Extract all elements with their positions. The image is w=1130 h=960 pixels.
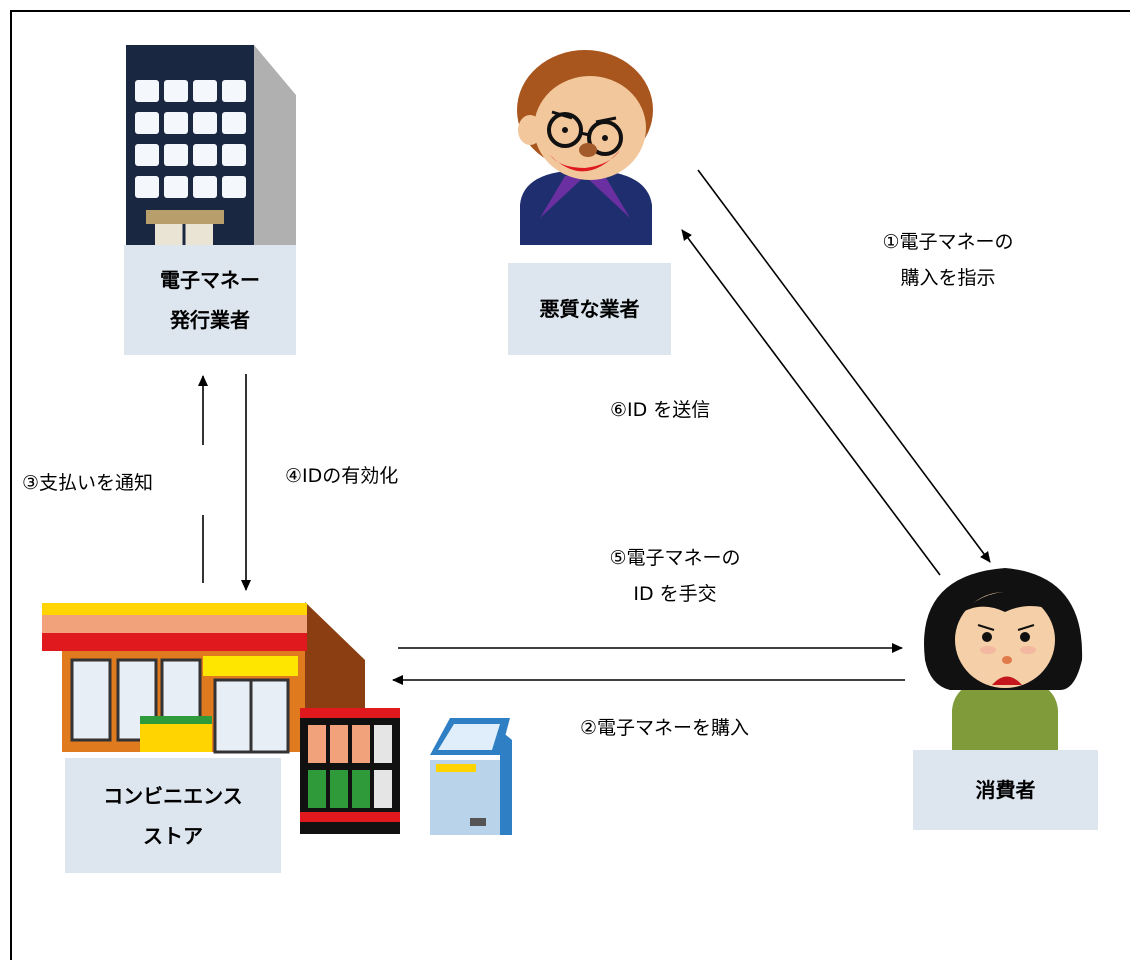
edge-label-step4: ④IDの有効化 bbox=[285, 458, 455, 494]
consumer-person-icon bbox=[924, 568, 1083, 750]
issuer-label: 電子マネー 発行業者 bbox=[124, 245, 296, 355]
edge-step1-line2: 購入を指示 bbox=[900, 267, 996, 289]
issuer-label-line1: 電子マネー bbox=[160, 268, 260, 292]
store-label: コンビニエンス ストア bbox=[65, 758, 281, 873]
consumer-label: 消費者 bbox=[913, 750, 1098, 830]
store-label-line2: ストア bbox=[142, 823, 203, 848]
edge-step5-line1: ⑤電子マネーの bbox=[609, 547, 741, 569]
scammer-label-line1: 悪質な業者 bbox=[539, 297, 640, 321]
consumer-label-line1: 消費者 bbox=[975, 778, 1036, 802]
kiosk-terminal-icon bbox=[430, 718, 512, 835]
edge-step4-line1: ④IDの有効化 bbox=[285, 465, 399, 487]
arrow-step6 bbox=[681, 229, 941, 576]
prepaid-card-rack-icon bbox=[300, 708, 400, 834]
arrow-step1 bbox=[697, 169, 991, 563]
convenience-store-icon bbox=[42, 602, 365, 754]
diagram-frame bbox=[10, 10, 1130, 960]
edge-step3-line1: ③支払いを通知 bbox=[22, 472, 154, 494]
building-icon bbox=[126, 45, 296, 245]
issuer-label-line2: 発行業者 bbox=[170, 308, 250, 332]
flow-arrows bbox=[198, 169, 991, 685]
edge-step1-line1: ①電子マネーの bbox=[882, 231, 1014, 253]
edge-label-step1: ①電子マネーの 購入を指示 bbox=[848, 224, 1048, 296]
edge-label-step2: ②電子マネーを購入 bbox=[580, 710, 820, 746]
edge-step2-line1: ②電子マネーを購入 bbox=[580, 717, 750, 739]
edge-label-step3: ③支払いを通知 bbox=[22, 465, 202, 501]
edge-label-step5: ⑤電子マネーの ID を手交 bbox=[580, 540, 770, 612]
store-label-line1: コンビニエンス bbox=[103, 783, 243, 808]
edge-label-step6: ⑥ID を送信 bbox=[610, 392, 750, 428]
edge-step5-line2: ID を手交 bbox=[633, 583, 717, 605]
scammer-label: 悪質な業者 bbox=[508, 263, 671, 355]
edge-step6-line1: ⑥ID を送信 bbox=[610, 399, 711, 421]
scammer-person-icon bbox=[517, 50, 653, 245]
